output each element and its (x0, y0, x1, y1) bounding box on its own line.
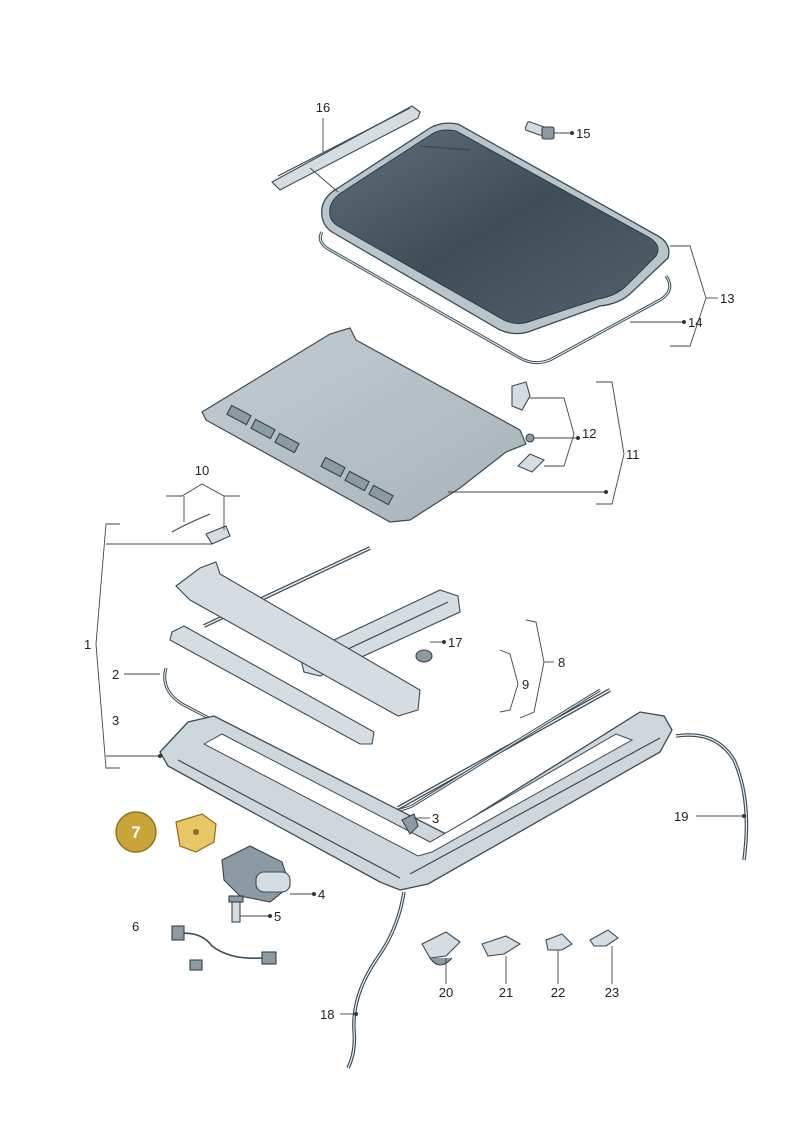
part-6-harness (171, 925, 277, 971)
label-2[interactable]: 2 (112, 667, 119, 682)
part-22-clip (545, 933, 573, 951)
label-21[interactable]: 21 (499, 985, 513, 1000)
label-13[interactable]: 13 (720, 291, 734, 306)
part-15-bolt (524, 121, 555, 140)
part-13-glass-panel (309, 122, 670, 335)
part-labels: 16 15 13 14 12 11 10 1 17 8 2 9 3 3 19 4… (84, 100, 734, 1022)
part-19-drain-hose (675, 733, 749, 861)
highlight-badge-label: 7 (131, 823, 140, 842)
part-12-clips (511, 381, 545, 473)
part-4-motor (221, 845, 291, 903)
label-16[interactable]: 16 (316, 100, 330, 115)
part-17-grommet (415, 649, 433, 663)
label-19[interactable]: 19 (674, 809, 688, 824)
label-12[interactable]: 12 (582, 426, 596, 441)
label-9[interactable]: 9 (522, 677, 529, 692)
part-7-bracket (175, 813, 217, 853)
label-10[interactable]: 10 (195, 463, 209, 478)
part-23-clip (589, 929, 619, 947)
label-22[interactable]: 22 (551, 985, 565, 1000)
label-11[interactable]: 11 (626, 447, 640, 462)
part-3-frame (159, 711, 673, 891)
part-21-clip (481, 935, 522, 957)
label-18[interactable]: 18 (320, 1007, 334, 1022)
label-4[interactable]: 4 (318, 887, 325, 902)
part-3-bolt (401, 813, 419, 835)
label-20[interactable]: 20 (439, 985, 453, 1000)
label-14[interactable]: 14 (688, 315, 702, 330)
leader-lines (95, 131, 746, 1016)
label-3-bolt[interactable]: 3 (432, 811, 439, 826)
highlight-badge-7[interactable]: 7 (115, 811, 157, 853)
label-5[interactable]: 5 (274, 909, 281, 924)
part-11-sunshade (201, 327, 527, 523)
part-5-screw (228, 895, 244, 923)
part-18-drain-hose (346, 891, 406, 1069)
part-16-deflector (271, 105, 421, 191)
label-6[interactable]: 6 (132, 919, 139, 934)
label-17[interactable]: 17 (448, 635, 462, 650)
label-1[interactable]: 1 (84, 637, 91, 652)
part-20-clip (421, 931, 461, 966)
part-10-cable (171, 513, 231, 545)
label-3-main[interactable]: 3 (112, 713, 119, 728)
label-15[interactable]: 15 (576, 126, 590, 141)
part-14-seal (318, 231, 672, 365)
label-8[interactable]: 8 (558, 655, 565, 670)
label-23[interactable]: 23 (605, 985, 619, 1000)
